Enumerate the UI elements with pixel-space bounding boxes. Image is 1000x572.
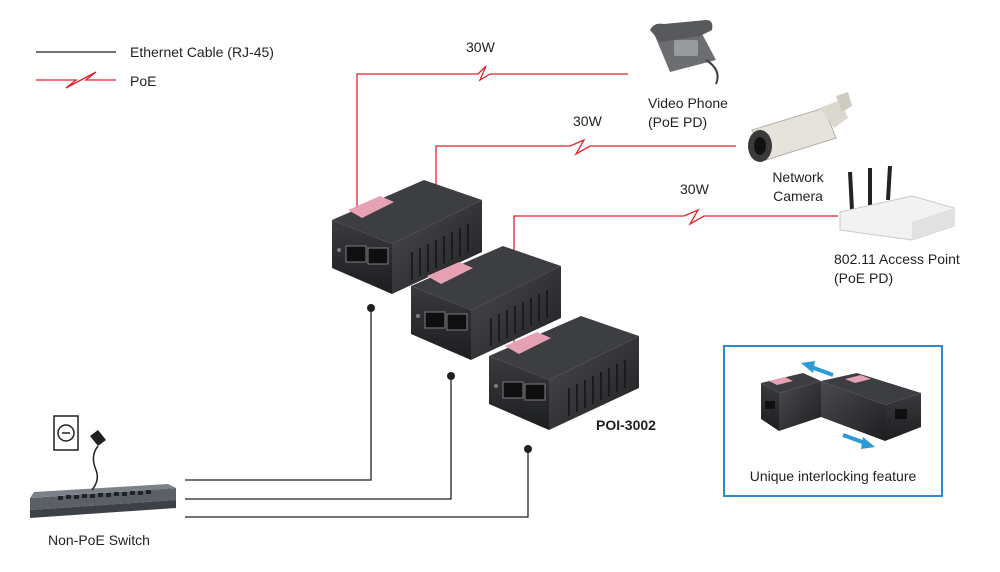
ethernet-cable-3 [185, 449, 529, 518]
phone-label-line2: (PoE PD) [648, 114, 708, 130]
network-camera-icon [748, 92, 852, 162]
ap-power-label: 30W [680, 181, 709, 197]
inset-injector-left [761, 373, 821, 431]
legend-poe-line [36, 71, 116, 89]
camera-label-line1: Network [772, 169, 824, 185]
legend [36, 51, 116, 89]
ethernet-cables [185, 308, 529, 518]
non-poe-switch-icon [30, 484, 176, 518]
inset-arrow-left [801, 361, 834, 377]
poe-cable-camera [435, 138, 736, 325]
camera-label-line2: Camera [773, 188, 823, 204]
phone-power-label: 30W [466, 39, 495, 55]
switch-label: Non-PoE Switch [48, 532, 150, 548]
inset-arrow-right [842, 433, 875, 449]
ap-label-line1: 802.11 Access Point [834, 251, 960, 267]
legend-ethernet-label: Ethernet Cable (RJ-45) [130, 44, 274, 60]
ethernet-endpoints [367, 304, 532, 453]
camera-power-label: 30W [573, 113, 602, 129]
access-point-icon [839, 165, 955, 241]
injector-model-label: POI-3002 [596, 417, 656, 433]
ap-label-line2: (PoE PD) [834, 270, 894, 286]
inset-injector-right [821, 373, 921, 441]
interlocking-inset: Unique interlocking feature [723, 345, 943, 497]
ethernet-cable-1 [185, 308, 372, 481]
phone-label-line1: Video Phone [648, 95, 728, 111]
ethernet-cable-2 [185, 376, 452, 500]
legend-poe-label: PoE [130, 73, 157, 89]
power-plug-icon [90, 430, 106, 491]
poe-cables [356, 65, 838, 380]
inset-caption: Unique interlocking feature [749, 468, 917, 484]
video-phone-icon [650, 20, 719, 85]
power-outlet-icon [53, 415, 79, 451]
interlocking-illustration [761, 361, 921, 449]
poe-cable-ap [513, 208, 838, 380]
poe-cable-phone [356, 65, 628, 258]
